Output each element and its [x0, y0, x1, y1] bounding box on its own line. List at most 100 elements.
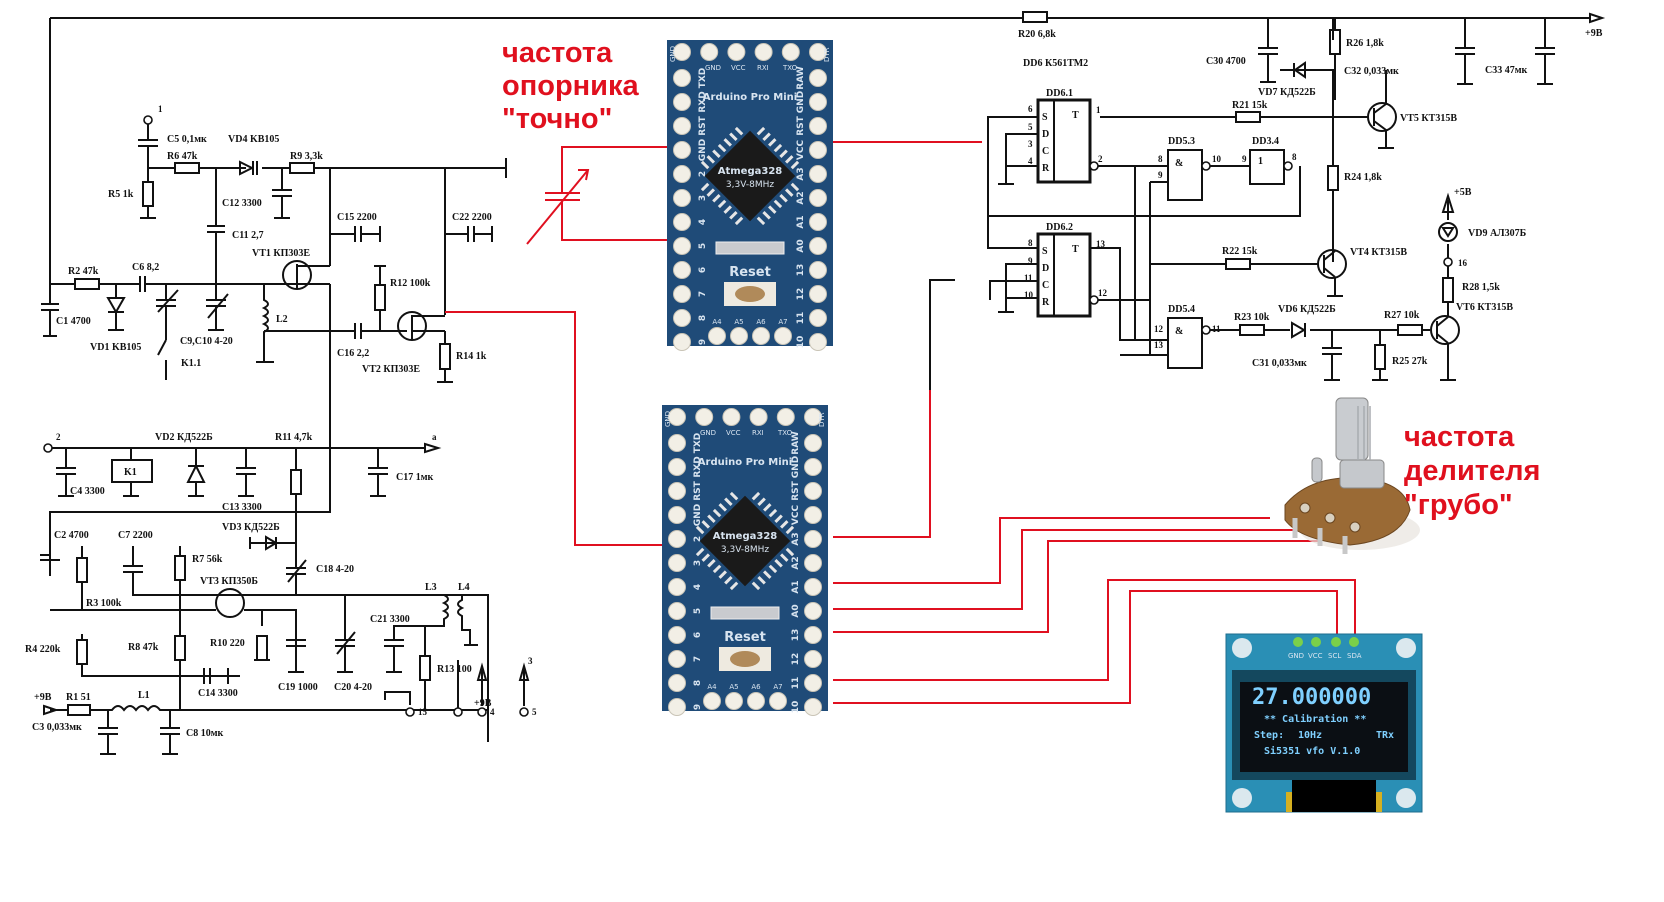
- pin-num: 4: [1028, 156, 1033, 166]
- resistor-r21: [1235, 111, 1261, 123]
- capacitor-c16: [354, 323, 362, 339]
- pin-label-left: 6: [698, 267, 708, 273]
- diode-vd6: [1291, 321, 1306, 339]
- pin-label-left: 7: [693, 656, 703, 662]
- pin-label: VCC: [731, 64, 746, 72]
- label-vd3: VD3 КД522Б: [222, 522, 280, 533]
- label-r28: R28 1,5k: [1462, 282, 1500, 293]
- terminal-2: [43, 443, 53, 453]
- transistor-vt1: [282, 260, 312, 290]
- pin-pad: [668, 482, 686, 500]
- pin-d: D: [1042, 129, 1049, 140]
- gate-symbol: &: [1175, 158, 1183, 169]
- gate-symbol: 1: [1258, 156, 1263, 167]
- pin-label: VCC: [726, 429, 741, 437]
- pin-label-right: 13: [796, 264, 806, 277]
- pin-s: S: [1042, 112, 1048, 123]
- pin-pad: [673, 213, 691, 231]
- pin-pad: [725, 692, 743, 710]
- pin-label: TXO: [777, 429, 793, 437]
- pin-label-right: RST: [791, 480, 801, 500]
- pin-pad: [809, 333, 827, 351]
- pin-num: 12: [1098, 288, 1108, 298]
- pin-pad: [804, 530, 822, 548]
- pin-label-left: RXD: [698, 91, 708, 112]
- pin-label: A6: [751, 683, 761, 691]
- label-5v: +5В: [1454, 187, 1472, 198]
- resistor-r1: [67, 704, 91, 716]
- wire: [1090, 247, 1168, 356]
- label-dd34: DD3.4: [1252, 136, 1279, 147]
- wire: [50, 609, 297, 661]
- wire: [123, 448, 139, 497]
- label-vt2: VT2 КП303Е: [362, 364, 420, 375]
- reset-button-cap[interactable]: [730, 651, 760, 667]
- oled-pin-vcc: VCC: [1308, 652, 1323, 660]
- pin-pad: [809, 43, 827, 61]
- label-k1: K1: [124, 467, 137, 478]
- label-c11: C11 2,7: [232, 230, 264, 241]
- pin-label-left: TXD: [698, 68, 708, 89]
- pin-r: R: [1042, 297, 1050, 308]
- annotation-line: "грубо": [1404, 489, 1513, 521]
- oled-display: GND VCC SCL SDA 27.000000 ** Calibration…: [1225, 633, 1423, 813]
- crystal: [715, 241, 785, 255]
- pin-label-left: GND: [693, 504, 703, 526]
- label-r1: R1 51: [66, 692, 91, 703]
- resistor-r25: [1374, 344, 1386, 370]
- pin-label-right: VCC: [791, 505, 801, 526]
- pin-label-right: A3: [796, 167, 806, 180]
- trimmer-c20: [335, 595, 356, 673]
- crystal: [710, 606, 780, 620]
- label-9v: +9В: [1585, 28, 1603, 39]
- pin-pad: [673, 237, 691, 255]
- label-r3: R3 100k: [86, 598, 122, 609]
- pin-label: A7: [778, 318, 787, 326]
- pin-pad: [673, 285, 691, 303]
- pin-pad: [804, 674, 822, 692]
- capacitor-c5: [138, 124, 158, 168]
- pin-pad: [809, 237, 827, 255]
- terminal-1: [143, 115, 153, 125]
- pin-c: C: [1042, 280, 1049, 291]
- pin-pad: [668, 578, 686, 596]
- label-r20: R20 6,8k: [1018, 29, 1056, 40]
- pin-pad: [809, 165, 827, 183]
- label-l3: L3: [425, 582, 437, 593]
- resistor-r22: [1225, 258, 1251, 270]
- reset-button-cap[interactable]: [735, 286, 765, 302]
- capacitor-c33: [1535, 18, 1555, 85]
- capacitor-c14: [180, 668, 229, 684]
- pin-label-left: GND: [698, 139, 708, 161]
- red-wire-divider: [833, 390, 931, 538]
- oled-frequency: 27.000000: [1252, 685, 1371, 710]
- diode-vd7: [1293, 61, 1306, 79]
- oled-mode: ** Calibration **: [1264, 713, 1366, 725]
- transistor-vt4: [1317, 249, 1347, 279]
- label-vt5: VT5 КТ315В: [1400, 113, 1457, 124]
- pin-pad: [781, 43, 800, 61]
- annotation-line: "точно": [502, 103, 612, 135]
- gate-dd53: DD5.3 & 8 9 10: [1158, 136, 1222, 201]
- pin-label: DTR: [818, 412, 826, 427]
- pin-d: D: [1042, 263, 1049, 274]
- wire: [987, 116, 1038, 240]
- pin-label: GND: [669, 46, 677, 62]
- board-name: Arduino Pro Mini: [698, 457, 792, 468]
- label-r10: R10 220: [210, 638, 245, 649]
- trimmer-c9: [156, 284, 179, 340]
- potentiometer: [1284, 397, 1420, 554]
- oled-pin: [1331, 637, 1341, 647]
- gate-dd34: DD3.4 1 9 8: [1242, 136, 1297, 185]
- pin-label-left: 4: [693, 584, 703, 590]
- chip-name: Atmega328: [713, 531, 778, 542]
- wire: [1150, 165, 1250, 183]
- varicap-vd4: [239, 160, 258, 176]
- pin-label-right: 10: [791, 701, 801, 714]
- pin-num: 9: [1028, 256, 1033, 266]
- capacitor-c13: [236, 448, 256, 497]
- label-c7: C7 2200: [118, 530, 153, 541]
- pin-label-left: 2: [698, 171, 708, 177]
- pin-pad: [708, 327, 726, 345]
